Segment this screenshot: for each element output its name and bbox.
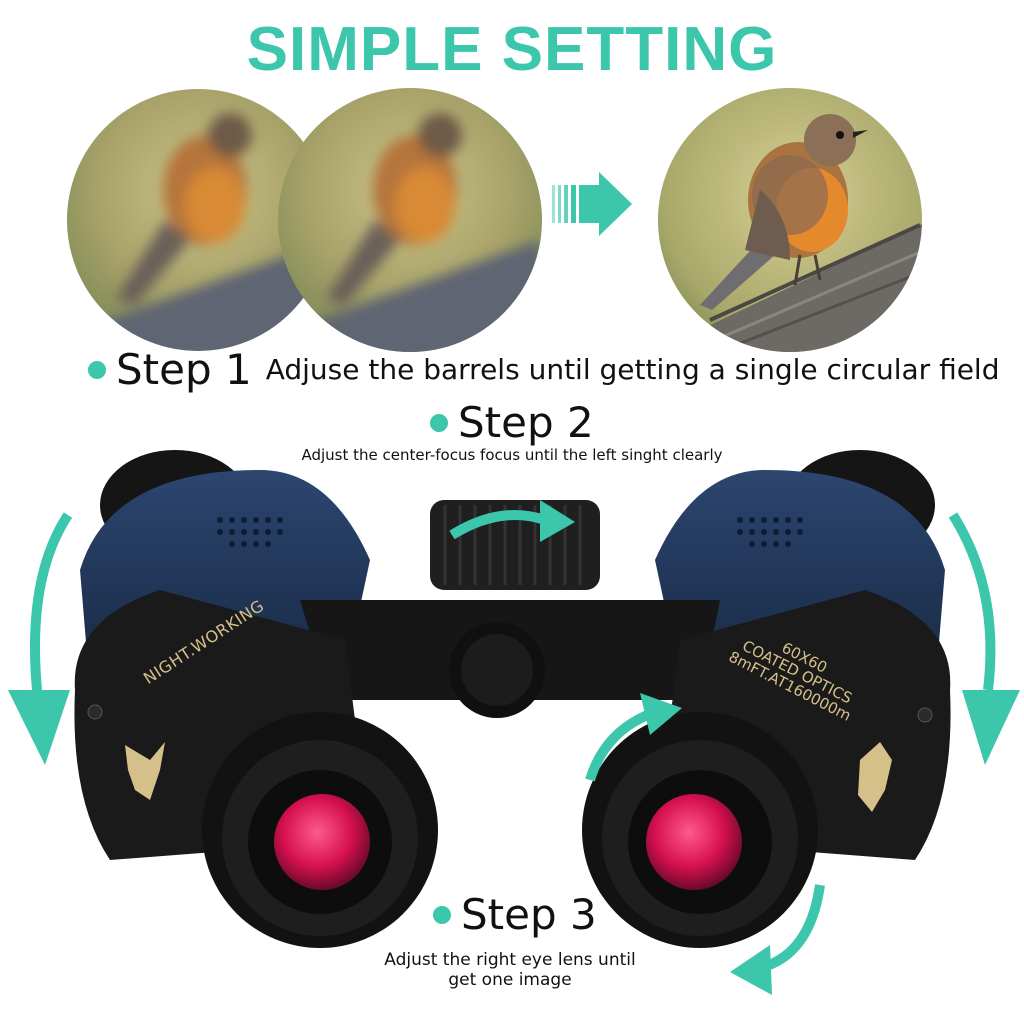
- bullet-icon: [430, 413, 448, 432]
- arrow-right-icon: [552, 172, 632, 236]
- curved-arrow-up-icon: [585, 693, 682, 782]
- step-3: Step 3: [433, 890, 597, 939]
- binoculars: [74, 450, 951, 948]
- bullet-icon: [88, 360, 106, 379]
- right-lens: [646, 794, 742, 890]
- blurry-bird-image-right: [278, 88, 542, 352]
- step-1-label: Step 1: [116, 345, 252, 394]
- left-lens: [274, 794, 370, 890]
- clear-bird-image: [658, 88, 922, 352]
- curved-arrow-right-icon: [449, 500, 575, 542]
- step-3-description-line: Adjust the right eye lens until: [384, 950, 636, 970]
- curved-arrow-left-icon: [730, 884, 825, 995]
- step-1: Step 1 Adjuse the barrels until getting a…: [88, 345, 1000, 394]
- bird-emblem-icon: [125, 742, 892, 812]
- step-2-description: Adjust the center-focus focus until the …: [301, 446, 723, 464]
- curved-arrow-down-icon-left: [8, 512, 73, 765]
- bullet-icon: [433, 905, 451, 924]
- step-2: Step 2: [430, 398, 594, 447]
- step-3-description: Adjust the right eye lens until get one …: [360, 950, 660, 990]
- step-2-label: Step 2: [458, 398, 594, 447]
- curved-arrow-down-icon-right: [948, 512, 1020, 765]
- step-1-description: Adjuse the barrels until getting a singl…: [265, 353, 1000, 386]
- step-3-label: Step 3: [461, 890, 597, 939]
- page-title: SIMPLE SETTING: [246, 15, 778, 84]
- step-3-description-line: get one image: [448, 970, 572, 990]
